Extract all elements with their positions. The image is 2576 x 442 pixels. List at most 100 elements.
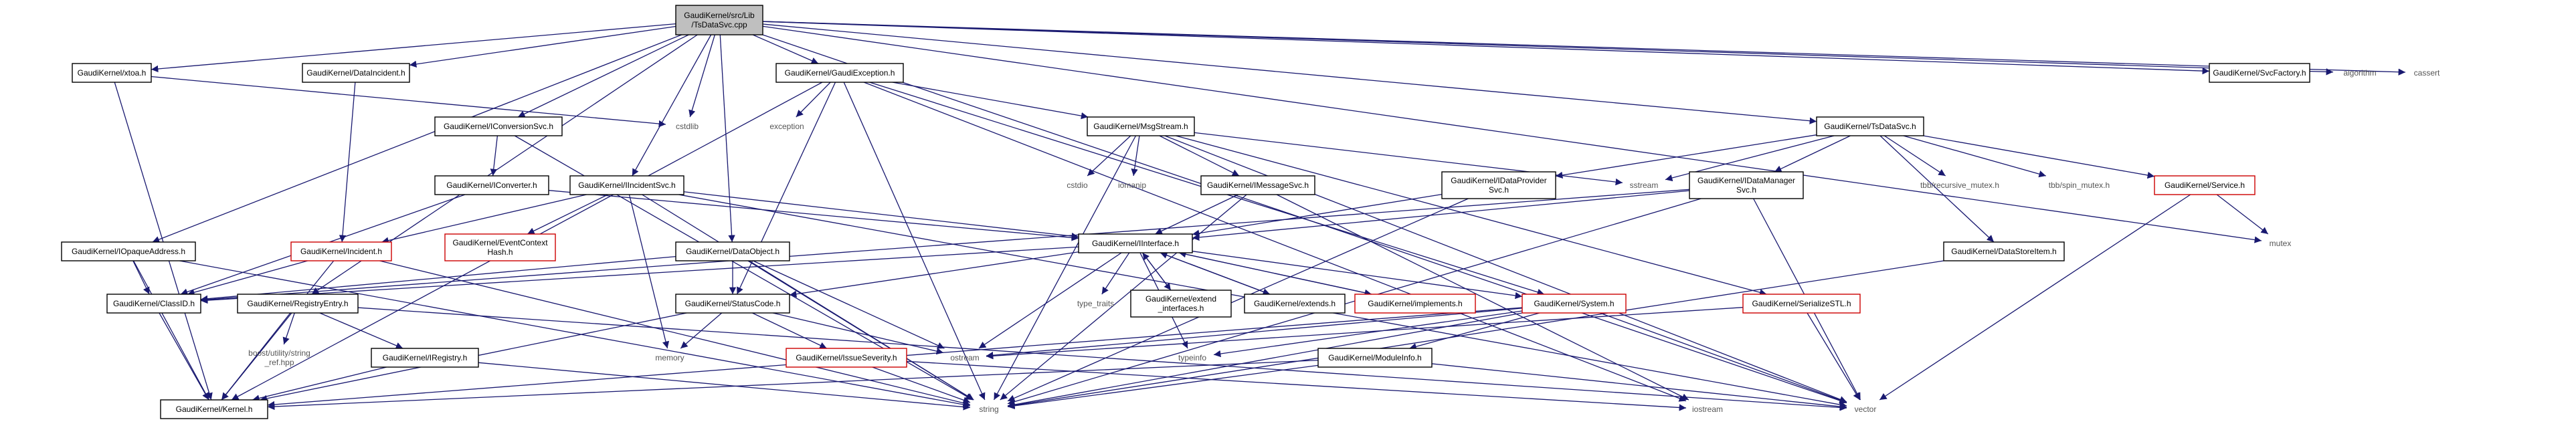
- node-label: ostream: [950, 353, 979, 362]
- node-label: _ref.hpp: [264, 358, 294, 367]
- node-label: /TsDataSvc.cpp: [691, 20, 747, 29]
- node-service[interactable]: GaudiKernel/Service.h: [2154, 175, 2256, 195]
- node-vector[interactable]: vector: [1847, 400, 1884, 419]
- node-system[interactable]: GaudiKernel/System.h: [1522, 294, 1627, 314]
- node-iregistry[interactable]: GaudiKernel/IRegistry.h: [371, 348, 479, 368]
- node-box: [61, 241, 196, 261]
- edge-service-to-mutex: [2216, 194, 2269, 235]
- edge-msgstream-to-iomanip: [1131, 135, 1140, 177]
- node-registryentry[interactable]: GaudiKernel/RegistryEntry.h: [237, 294, 359, 314]
- node-classid[interactable]: GaudiKernel/ClassID.h: [106, 294, 201, 314]
- edge-iopaqueaddress-to-kernel: [133, 260, 209, 401]
- edge-dataincident-to-incident: [339, 82, 356, 243]
- edge-imessagesvc-to-string: [1000, 194, 1247, 401]
- node-gaudiexception[interactable]: GaudiKernel/GaudiException.h: [775, 63, 904, 83]
- node-cstdlib[interactable]: cstdlib: [666, 117, 709, 136]
- node-svcfactory[interactable]: GaudiKernel/SvcFactory.h: [2209, 63, 2310, 83]
- node-box: [1522, 294, 1627, 314]
- node-label: Svc.h: [1736, 185, 1756, 195]
- node-label: sstream: [1630, 181, 1659, 190]
- node-iinterface[interactable]: GaudiKernel/IInterface.h: [1078, 233, 1193, 253]
- node-iostream[interactable]: iostream: [1686, 400, 1729, 419]
- node-incident[interactable]: GaudiKernel/Incident.h: [290, 241, 392, 261]
- edge-registryentry-to-iregistry: [319, 312, 403, 349]
- edge-moduleinfo-to-vector: [1431, 363, 1847, 411]
- node-tbbspinmutex[interactable]: tbb/spin_mutex.h: [2041, 176, 2118, 195]
- node-imessagesvc[interactable]: GaudiKernel/IMessageSvc.h: [1200, 175, 1315, 195]
- node-cassert[interactable]: cassert: [2405, 64, 2448, 82]
- node-label: GaudiKernel/System.h: [1534, 299, 1614, 308]
- node-boostutilitystringref[interactable]: boost/utility/string_ref.hpp: [234, 344, 325, 371]
- node-tbbrecmutex[interactable]: tbb/recursive_mutex.h: [1914, 176, 2006, 195]
- node-typetraits[interactable]: type_traits: [1071, 294, 1121, 313]
- node-label: vector: [1855, 405, 1877, 414]
- node-box: [1130, 290, 1232, 318]
- node-label: cstdio: [1067, 181, 1088, 190]
- edge-system-to-moduleinfo: [1409, 312, 1540, 350]
- node-sstream[interactable]: sstream: [1623, 176, 1665, 195]
- node-label: GaudiKernel/RegistryEntry.h: [247, 299, 348, 308]
- node-label: GaudiKernel/SvcFactory.h: [2213, 68, 2306, 78]
- node-label: GaudiKernel/IConversionSvc.h: [444, 122, 553, 131]
- edge-service-to-vector: [1879, 194, 2191, 401]
- node-label: GaudiKernel/extend: [1145, 294, 1216, 304]
- node-exception[interactable]: exception: [763, 117, 811, 136]
- node-dataobject[interactable]: GaudiKernel/DataObject.h: [675, 241, 790, 261]
- edge-root-to-svcfactory: [762, 21, 2210, 75]
- node-ostream[interactable]: ostream: [943, 348, 986, 367]
- node-implements[interactable]: GaudiKernel/implements.h: [1354, 294, 1476, 314]
- node-iconversionsvc[interactable]: GaudiKernel/IConversionSvc.h: [434, 116, 563, 136]
- node-iomanip[interactable]: iomanip: [1111, 176, 1154, 195]
- node-box: [237, 294, 359, 314]
- edge-serializestl-to-vector: [1807, 312, 1861, 401]
- node-string[interactable]: string: [970, 400, 1008, 419]
- edge-dataobject-to-ostream: [753, 260, 945, 349]
- edge-root-to-iopaqueaddress: [152, 34, 682, 243]
- node-box: [1742, 294, 1861, 314]
- node-tsdatasvc[interactable]: GaudiKernel/TsDataSvc.h: [1816, 116, 1924, 136]
- node-typeinfo[interactable]: typeinfo: [1171, 348, 1214, 367]
- node-moduleinfo[interactable]: GaudiKernel/ModuleInfo.h: [1317, 348, 1433, 368]
- edge-dataobject-to-classid: [200, 256, 676, 302]
- node-dataincident[interactable]: GaudiKernel/DataIncident.h: [302, 63, 410, 83]
- node-iincidentsvc[interactable]: GaudiKernel/IIncidentSvc.h: [569, 175, 684, 195]
- edge-root-to-cstdlib: [688, 34, 715, 118]
- edge-tsdatasvc-to-tbbrecmutex: [1883, 135, 1946, 177]
- edge-datastoreitem-to-string: [1007, 260, 1944, 409]
- node-serializestl[interactable]: GaudiKernel/SerializeSTL.h: [1742, 294, 1861, 314]
- node-statuscode[interactable]: GaudiKernel/StatusCode.h: [675, 294, 790, 314]
- edge-moduleinfo-to-kernel: [267, 360, 1319, 411]
- node-kernel[interactable]: GaudiKernel/Kernel.h: [160, 399, 268, 419]
- node-label: GaudiKernel/xtoa.h: [78, 68, 147, 78]
- node-mutex[interactable]: mutex: [2262, 234, 2299, 253]
- node-iconverter[interactable]: GaudiKernel/IConverter.h: [434, 175, 549, 195]
- node-iopaqueaddress[interactable]: GaudiKernel/IOpaqueAddress.h: [61, 241, 196, 261]
- edge-extendinterfaces-to-iinterface: [1142, 252, 1172, 291]
- edge-iinterface-to-typetraits: [1101, 252, 1130, 295]
- edge-classid-to-kernel: [159, 312, 209, 401]
- node-label: exception: [769, 122, 804, 131]
- node-label: GaudiKernel/implements.h: [1368, 299, 1462, 308]
- node-extendinterfaces[interactable]: GaudiKernel/extend_interfaces.h: [1130, 290, 1232, 318]
- node-xtoa[interactable]: GaudiKernel/xtoa.h: [72, 63, 152, 83]
- node-algorithm[interactable]: algorithm: [2333, 64, 2387, 82]
- node-label: GaudiKernel/Service.h: [2165, 181, 2245, 190]
- node-extends[interactable]: GaudiKernel/extends.h: [1244, 294, 1346, 314]
- node-issueseverity[interactable]: GaudiKernel/IssueSeverity.h: [786, 348, 907, 368]
- edge-issueseverity-to-string: [872, 366, 971, 404]
- node-msgstream[interactable]: GaudiKernel/MsgStream.h: [1087, 116, 1195, 136]
- node-label: GaudiKernel/StatusCode.h: [685, 299, 781, 308]
- node-label: GaudiKernel/DataIncident.h: [306, 68, 405, 78]
- node-datastoreitem[interactable]: GaudiKernel/DataStoreItem.h: [1943, 241, 2065, 261]
- node-box: [1087, 116, 1195, 136]
- node-memory[interactable]: memory: [649, 348, 691, 367]
- node-label: GaudiKernel/SerializeSTL.h: [1752, 299, 1851, 308]
- node-box: [160, 399, 268, 419]
- node-label: GaudiKernel/IssueSeverity.h: [796, 353, 897, 362]
- node-root[interactable]: GaudiKernel/src/Lib/TsDataSvc.cpp: [675, 5, 763, 35]
- node-cstdio[interactable]: cstdio: [1059, 176, 1096, 195]
- node-label: GaudiKernel/IIncidentSvc.h: [578, 181, 675, 190]
